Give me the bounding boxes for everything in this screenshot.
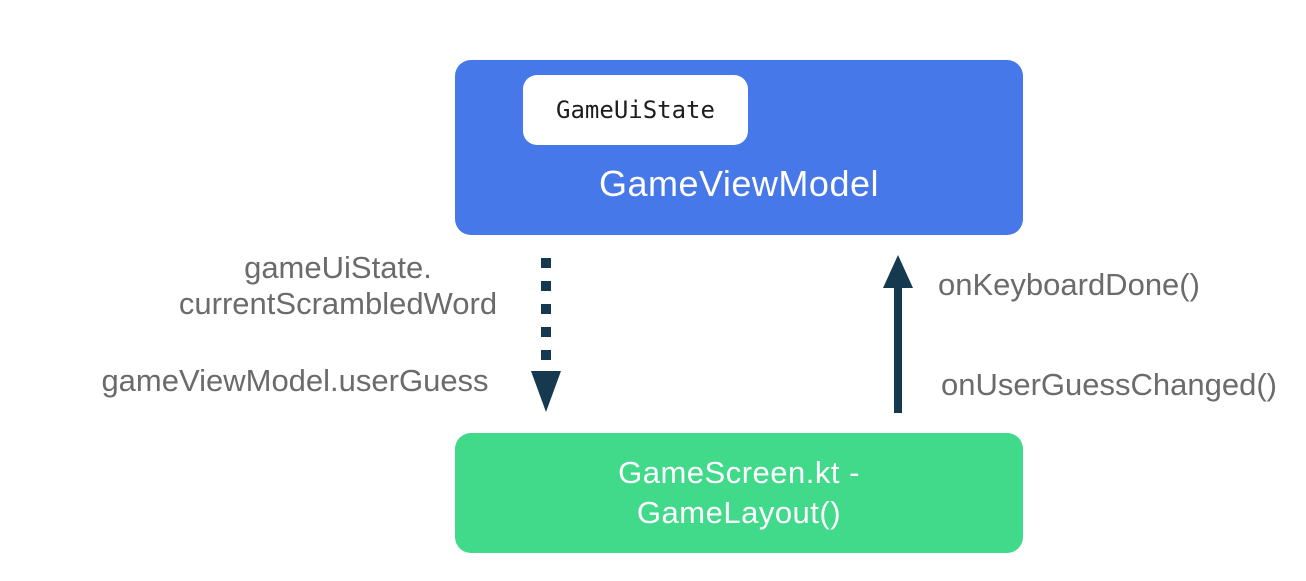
dotted-arrow-dot xyxy=(541,304,551,314)
arrow-head-down-icon xyxy=(531,371,561,412)
userguess-changed-label: onUserGuessChanged() xyxy=(941,367,1278,402)
gameuistate-badge-label: GameUiState xyxy=(556,96,715,124)
gameuistate-badge: GameUiState xyxy=(523,75,748,145)
keyboard-done-label: onKeyboardDone() xyxy=(938,267,1200,302)
gamescreen-box-title-line2: GameLayout() xyxy=(636,495,842,530)
state-flow-label-line1: gameUiState. xyxy=(244,250,432,285)
viewmodel-box-title: GameViewModel xyxy=(599,163,879,204)
dotted-arrow-dot xyxy=(541,258,551,268)
userguess-label: gameViewModel.userGuess xyxy=(101,363,489,398)
dotted-arrow-dot xyxy=(541,350,551,360)
gamescreen-box-title: GameScreen.kt - GameLayout() xyxy=(618,453,860,533)
event-flow-solid-arrow xyxy=(894,284,902,413)
gamescreen-box-title-line1: GameScreen.kt - xyxy=(618,455,860,490)
state-flow-label-line2: currentScrambledWord xyxy=(178,286,498,321)
dotted-arrow-dot xyxy=(541,281,551,291)
arrow-head-up-icon xyxy=(883,255,913,288)
state-flow-label: gameUiState. currentScrambledWord xyxy=(160,250,516,322)
viewmodel-box: GameUiState GameViewModel xyxy=(455,60,1023,235)
state-flow-dotted-arrow xyxy=(541,258,551,360)
dotted-arrow-dot xyxy=(541,327,551,337)
gamescreen-box: GameScreen.kt - GameLayout() xyxy=(455,433,1023,553)
